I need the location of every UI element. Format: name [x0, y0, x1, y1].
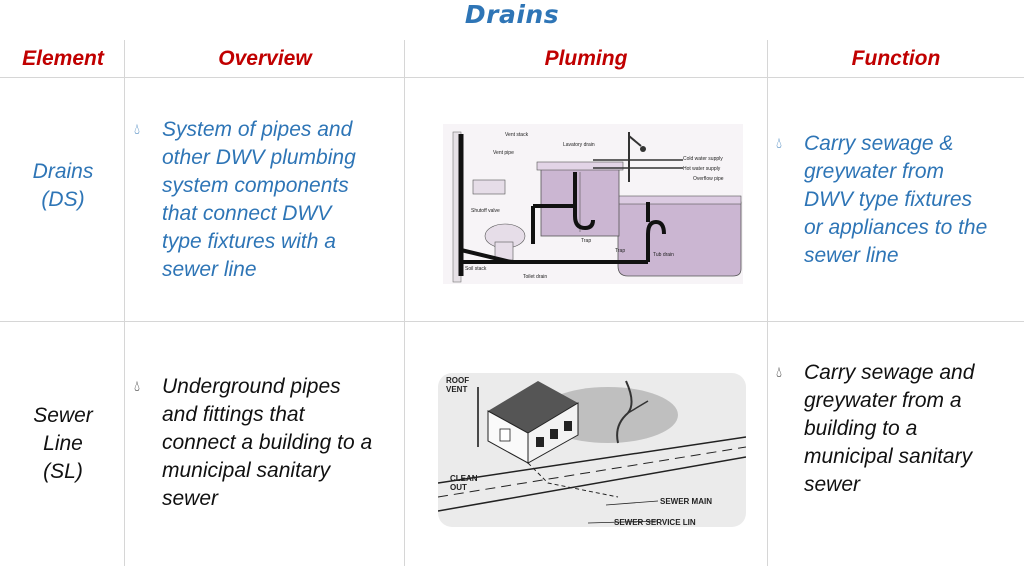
function-line: sewer: [804, 473, 861, 496]
page-title: Drains: [464, 0, 560, 29]
row-divider: [0, 321, 1024, 322]
diagram-label: Soil stack: [465, 266, 487, 272]
diagram-label: CLEAN: [450, 474, 478, 483]
function-line: municipal sanitary: [804, 445, 973, 468]
overview-line: sewer: [162, 487, 219, 510]
row-sewer-element: Sewer Line (SL): [0, 402, 126, 486]
diagram-label: OUT: [450, 483, 467, 492]
row-sewer-overview: Underground pipes and fittings that conn…: [162, 373, 402, 513]
header-overview: Overview: [218, 47, 312, 70]
header-divider: [0, 77, 1024, 78]
column-divider: [767, 40, 768, 566]
element-line: Drains: [32, 160, 94, 183]
element-line: (SL): [43, 460, 83, 483]
overview-line: that connect DWV: [162, 202, 332, 225]
function-line: sewer line: [804, 244, 899, 267]
column-divider: [404, 40, 405, 566]
diagram-label: Trap: [581, 238, 591, 244]
diagram-label: SEWER SERVICE LIN: [614, 518, 696, 527]
header-function: Function: [851, 47, 941, 70]
drop-bullet-icon: 💧︎: [134, 121, 141, 138]
overview-line: sewer line: [162, 258, 257, 281]
diagram-label: SEWER MAIN: [660, 497, 712, 506]
overview-line: municipal sanitary: [162, 459, 331, 482]
diagram-label: VENT: [446, 385, 467, 394]
function-line: greywater from: [804, 160, 945, 183]
function-line: DWV type fixtures: [804, 188, 973, 211]
overview-line: other DWV plumbing: [162, 146, 356, 169]
element-line: (DS): [41, 188, 85, 211]
overview-line: connect a building to a: [162, 431, 373, 454]
diagram-label: Vent pipe: [493, 150, 514, 156]
diagram-label: Toilet drain: [523, 274, 547, 280]
drop-bullet-icon: 💧︎: [776, 364, 783, 381]
header-element: Element: [22, 47, 104, 70]
overview-line: Underground pipes: [162, 375, 341, 398]
overview-line: and fittings that: [162, 403, 305, 426]
element-line: Line: [43, 432, 83, 455]
drop-bullet-icon: 💧︎: [134, 378, 141, 395]
overview-line: System of pipes and: [162, 118, 353, 141]
diagram-label: Tub drain: [653, 252, 674, 258]
row-drains-overview: System of pipes and other DWV plumbing s…: [162, 116, 402, 284]
sewer-line-diagram: ROOF VENT CLEAN OUT SEWER MAIN SEWER SER…: [438, 373, 746, 527]
drop-bullet-icon: 💧︎: [776, 135, 783, 152]
function-line: greywater from a: [804, 389, 962, 412]
diagram-label: Hot water supply: [683, 166, 721, 172]
row-drains-element: Drains (DS): [0, 158, 126, 214]
element-line: Sewer: [33, 404, 93, 427]
diagram-label: Vent stack: [505, 132, 529, 138]
diagram-label: Cold water supply: [683, 156, 723, 162]
function-line: or appliances to the: [804, 216, 988, 239]
drains-plumbing-diagram: Vent stack Vent pipe Lavatory drain Cold…: [443, 124, 743, 284]
row-drains-function: Carry sewage & greywater from DWV type f…: [804, 130, 1022, 270]
overview-line: type fixtures with a: [162, 230, 336, 253]
diagram-label: ROOF: [446, 376, 469, 385]
function-line: Carry sewage and: [804, 361, 975, 384]
header-pluming: Pluming: [544, 47, 628, 70]
diagram-label: Overflow pipe: [693, 176, 724, 182]
diagram-label: Lavatory drain: [563, 142, 595, 148]
row-sewer-function: Carry sewage and greywater from a buildi…: [804, 359, 1022, 499]
function-line: building to a: [804, 417, 918, 440]
diagram-label: Shutoff valve: [471, 208, 500, 214]
function-line: Carry sewage &: [804, 132, 954, 155]
overview-line: system components: [162, 174, 349, 197]
diagram-label: Trap: [615, 248, 625, 254]
column-divider: [124, 40, 125, 566]
